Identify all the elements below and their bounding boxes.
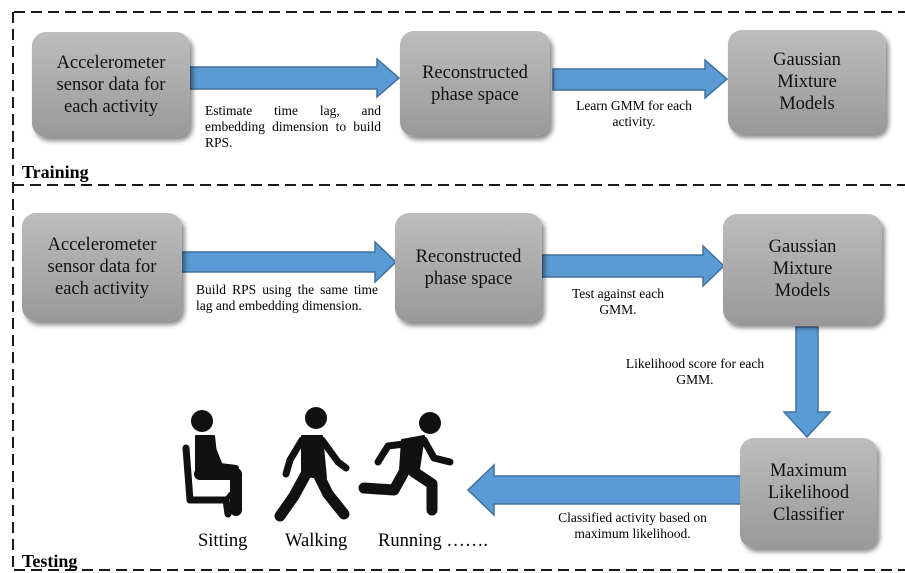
walking-person-icon <box>274 407 350 522</box>
running-person-icon <box>358 412 454 516</box>
walking-label: Walking <box>285 531 348 551</box>
training-accelerometer-box: Accelerometer sensor data for each activ… <box>32 32 190 137</box>
arrow-testing-1 <box>180 240 398 284</box>
arrow-training-2 <box>552 58 729 100</box>
training-rps-box: Reconstructed phase space <box>400 31 550 136</box>
testing-accelerometer-box: Accelerometer sensor data for each activ… <box>22 213 182 321</box>
training-estimate-note: Estimate time lag, and embedding dimensi… <box>205 103 381 150</box>
arrow-testing-left <box>466 463 742 517</box>
training-section-label: Training <box>22 162 89 182</box>
sitting-person-icon <box>182 410 242 518</box>
arrow-testing-down <box>782 326 832 439</box>
testing-section-label: Testing <box>22 551 78 571</box>
testing-classifier-box: Maximum Likelihood Classifier <box>740 438 877 548</box>
testing-likelihood-note: Likelihood score for each GMM. <box>625 356 765 387</box>
arrow-testing-2 <box>541 244 726 288</box>
training-learn-note: Learn GMM for each activity. <box>576 98 692 129</box>
testing-test-note: Test against each GMM. <box>571 286 664 317</box>
testing-classified-note: Classified activity based on maximum lik… <box>558 510 707 541</box>
testing-rps-box: Reconstructed phase space <box>395 213 542 322</box>
training-gmm-box: Gaussian Mixture Models <box>728 30 886 134</box>
arrow-training-1 <box>189 57 401 99</box>
sitting-label: Sitting <box>198 531 248 551</box>
testing-build-note: Build RPS using the same time lag and em… <box>196 282 378 313</box>
running-label: Running ……. <box>378 531 488 551</box>
testing-gmm-box: Gaussian Mixture Models <box>723 214 882 324</box>
